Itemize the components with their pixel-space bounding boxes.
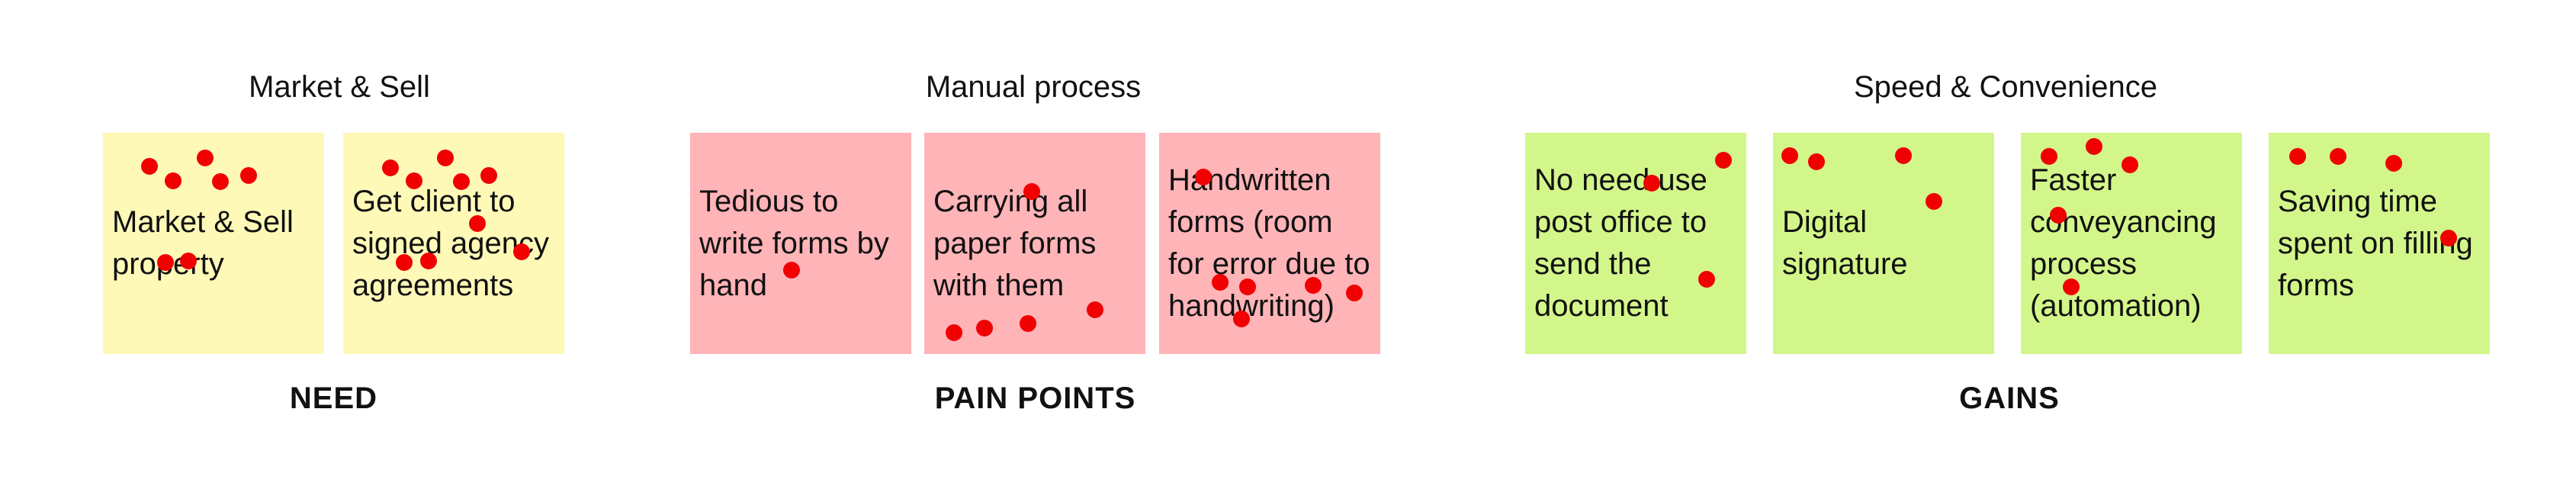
vote-dot <box>382 159 399 176</box>
vote-dot <box>2385 155 2402 172</box>
vote-dot <box>1212 274 1229 291</box>
vote-dot <box>197 150 214 166</box>
sticky-note-text: Get client to signed agency agreements <box>352 184 549 302</box>
vote-dot <box>1781 147 1798 164</box>
vote-dot <box>2063 279 2080 295</box>
pain-group-title: Manual process <box>925 70 1142 104</box>
vote-dot <box>2122 156 2138 173</box>
vote-dot <box>180 253 197 269</box>
vote-dot <box>1233 311 1250 327</box>
sticky-note-text: Tedious to write forms by hand <box>699 184 889 302</box>
sticky-note-handwritten-forms[interactable]: Handwritten forms (room for error due to… <box>1159 133 1380 354</box>
vote-dot <box>2440 230 2457 246</box>
sticky-note-market-sell[interactable]: Market & Sell property <box>103 133 324 354</box>
vote-dot <box>513 243 530 260</box>
sticky-note-text: No need use post office to send the docu… <box>1534 163 1707 323</box>
vote-dot <box>240 167 257 184</box>
vote-dot <box>437 150 454 166</box>
vote-dot <box>1239 279 1256 295</box>
vote-dot <box>2330 148 2346 165</box>
gain-group-title: Speed & Convenience <box>1853 70 2158 104</box>
vote-dot <box>1020 315 1036 332</box>
sticky-note-carrying-paper[interactable]: Carrying all paper forms with them <box>924 133 1145 354</box>
sticky-note-tedious-forms[interactable]: Tedious to write forms by hand <box>690 133 911 354</box>
vote-dot <box>1926 193 1942 210</box>
vote-dot <box>1643 175 1660 192</box>
vote-dot <box>1305 277 1322 294</box>
vote-dot <box>2289 148 2306 165</box>
vote-dot <box>165 172 181 189</box>
vote-dot <box>1087 301 1103 318</box>
sticky-note-digital-signature[interactable]: Digital signature <box>1773 133 1994 354</box>
sticky-note-faster-conveyancing[interactable]: Faster conveyancing process (automation) <box>2021 133 2242 354</box>
vote-dot <box>2086 138 2102 155</box>
vote-dot <box>946 324 962 341</box>
vote-dot <box>157 254 174 271</box>
vote-dot <box>469 215 486 232</box>
vote-dot <box>976 320 993 336</box>
gain-group-label: GAINS <box>1959 382 2060 415</box>
sticky-note-text: Saving time spent on filling forms <box>2278 184 2473 302</box>
sticky-note-text: Market & Sell property <box>112 205 294 281</box>
vote-dot <box>1195 169 1212 185</box>
vote-dot <box>396 254 413 271</box>
vote-dot <box>480 167 497 184</box>
vote-dot <box>2050 207 2067 224</box>
need-group-label: NEED <box>289 382 378 415</box>
vote-dot <box>1023 183 1040 200</box>
vote-dot <box>1346 285 1363 301</box>
vote-dot <box>420 253 437 269</box>
vote-dot <box>783 262 800 279</box>
sticky-note-text: Digital signature <box>1782 205 1908 281</box>
vote-dot <box>141 158 158 175</box>
vote-dot <box>453 173 470 190</box>
vote-dot <box>212 173 229 190</box>
vote-dot <box>2041 148 2057 165</box>
sticky-note-text: Handwritten forms (room for error due to… <box>1168 163 1370 323</box>
vote-dot <box>1698 271 1715 288</box>
vote-dot <box>1895 147 1912 164</box>
vote-dot <box>1808 153 1825 170</box>
vote-dot <box>406 172 422 189</box>
sticky-note-post-office[interactable]: No need use post office to send the docu… <box>1525 133 1746 354</box>
pain-group-label: PAIN POINTS <box>934 382 1136 415</box>
sticky-note-saving-time[interactable]: Saving time spent on filling forms <box>2269 133 2490 354</box>
sticky-note-text: Faster conveyancing process (automation) <box>2030 163 2217 323</box>
sticky-note-text: Carrying all paper forms with them <box>933 184 1097 302</box>
sticky-note-agency-agreements[interactable]: Get client to signed agency agreements <box>343 133 564 354</box>
vote-dot <box>1715 152 1732 169</box>
need-group-title: Market & Sell <box>249 70 430 104</box>
